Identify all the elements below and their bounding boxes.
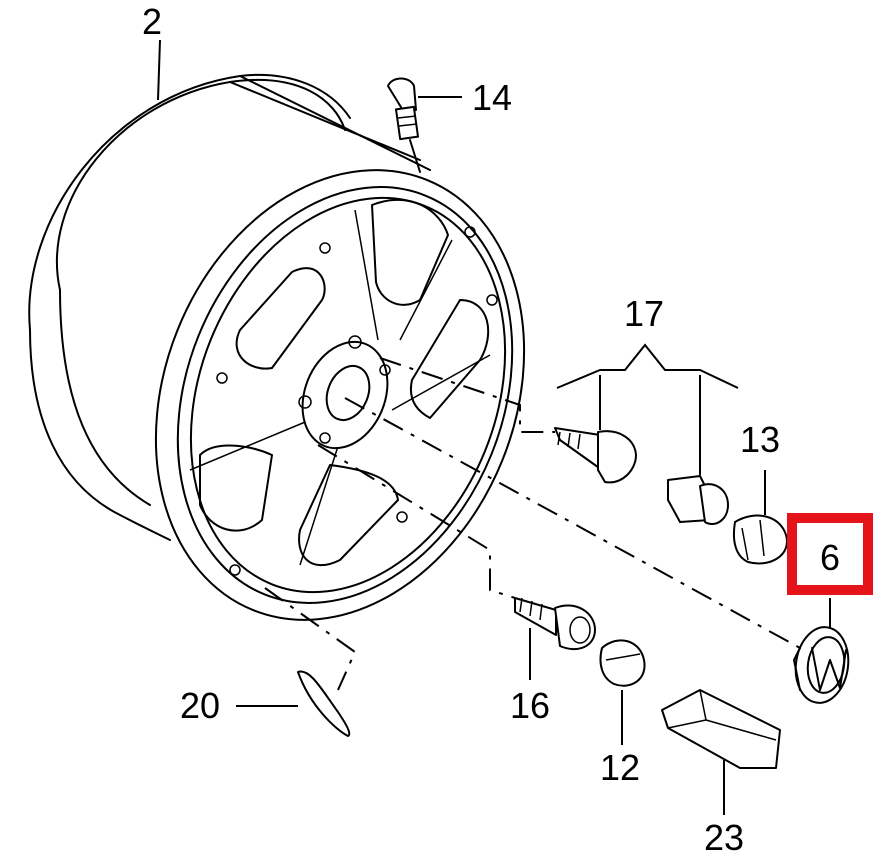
- locking-bolt-set: [554, 427, 729, 525]
- callout-20: 20: [180, 685, 220, 726]
- callout-13: 13: [740, 419, 780, 460]
- callout-12: 12: [600, 747, 640, 788]
- balance-weight: [297, 670, 351, 737]
- highlight-box: [787, 513, 873, 595]
- callout-6: 6: [820, 537, 840, 578]
- bolt-head-cap: [599, 639, 646, 687]
- alloy-wheel: [28, 73, 526, 621]
- hub-cap: [793, 626, 850, 704]
- callout-2: 2: [142, 1, 162, 42]
- puller-tool: [661, 689, 781, 769]
- bolt-cap: [732, 514, 788, 565]
- callout-labels: 2 14 17 13 6 20 16 12 23: [142, 1, 840, 858]
- tire-valve: [387, 77, 421, 173]
- callout-16: 16: [510, 685, 550, 726]
- assembly-lines: [264, 357, 801, 691]
- leader-lines: [157, 39, 831, 815]
- callout-14: 14: [472, 77, 512, 118]
- wheel-bolt: [514, 597, 596, 651]
- callout-17: 17: [624, 293, 664, 334]
- callout-23: 23: [704, 817, 744, 858]
